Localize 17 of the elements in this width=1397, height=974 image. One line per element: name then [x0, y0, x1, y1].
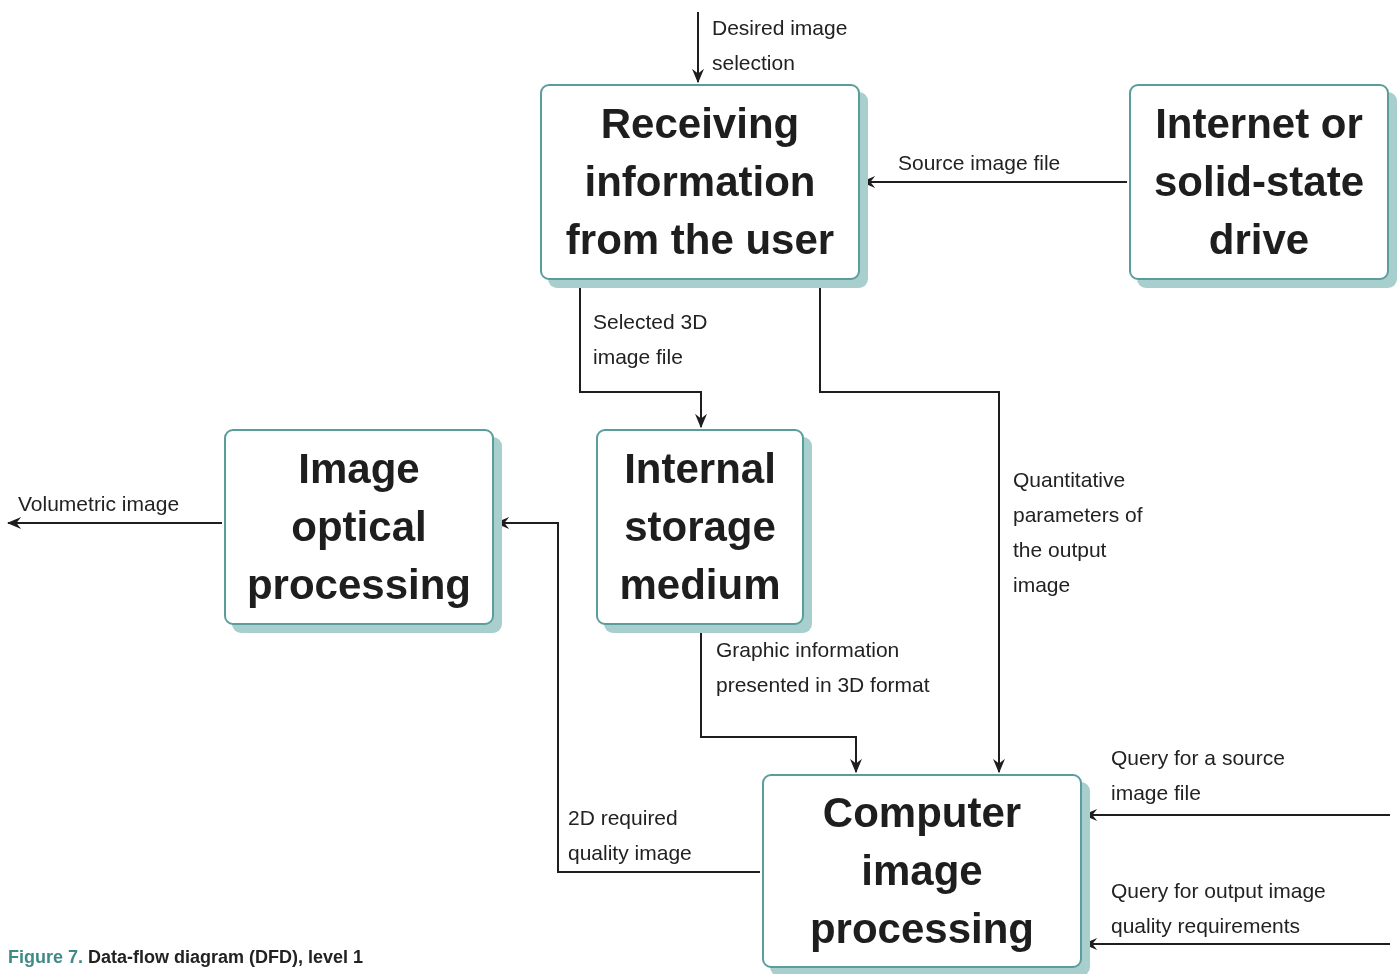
edge-label: Volumetric image: [18, 491, 181, 517]
caption: Figure 7. Data-flow diagram (DFD), level 1: [8, 947, 364, 968]
edge-label: Quantitative parameters of the output image: [1013, 467, 1144, 598]
process-title: Internal storage medium: [618, 444, 782, 610]
edge-label: Selected 3D image file: [593, 309, 709, 370]
process-title: Computer image processing: [808, 788, 1036, 954]
edge-label: 2D required quality image: [568, 805, 693, 866]
arrow: [6, 517, 223, 529]
edge-label: Desired image selection: [712, 15, 849, 76]
process-title: Receiving information from the user: [564, 99, 836, 265]
arrow: [692, 11, 704, 84]
process-title: Image optical processing: [245, 444, 473, 610]
edge-label: Query for output image quality requirements: [1111, 878, 1327, 939]
edge-label: Query for a source image file: [1111, 745, 1286, 806]
edge-label: Graphic information presented in 3D format: [716, 637, 931, 698]
edge-label: Source image file: [898, 150, 1062, 176]
process-title: Internet or solid-state drive: [1152, 99, 1365, 265]
